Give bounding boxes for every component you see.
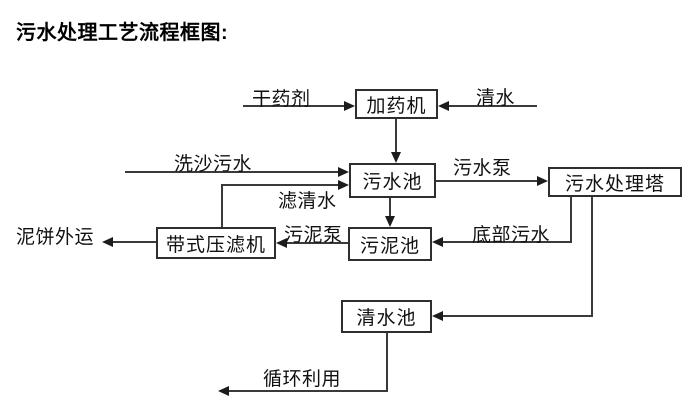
line-sewage-to-sludge [389,198,391,217]
line-dosing-to-sewage [395,119,397,153]
arrowhead-sludge-pump [276,238,287,248]
arrowhead-tower-to-clean [432,311,443,321]
label-clean-water: 清水 [476,88,516,109]
label-recycling: 循环利用 [263,369,342,390]
arrowhead-sand-washing-sewage [338,167,349,177]
line-tower-to-clean-vertical [591,197,593,316]
line-recycling-vertical [386,333,388,391]
line-tower-to-clean-horizontal [443,315,593,317]
arrowhead-mud-cake [102,237,113,247]
label-sludge-pump: 污泥泵 [284,225,343,246]
arrowhead-recycling [218,386,229,396]
arrowhead-sewage-pump [537,176,548,186]
node-sludge-pool: 污泥池 [348,227,432,261]
arrowhead-clean-water [438,101,449,111]
line-sludge-pump [287,242,348,244]
line-sand-washing-sewage [125,171,339,173]
line-recycling-horizontal [229,390,388,392]
arrowhead-filtered-water [338,180,349,190]
line-bottom-sewage-horizontal [443,241,572,243]
line-mud-cake [113,241,156,243]
arrowhead-sewage-to-sludge [385,216,395,227]
label-mud-cake-outbound: 泥饼外运 [16,227,95,248]
arrowhead-dry-chemical [344,101,355,111]
diagram-title: 污水处理工艺流程框图: [16,22,229,44]
line-dry-chemical [243,105,345,107]
line-filtered-water-horizontal [221,184,339,186]
line-sewage-pump [436,180,537,182]
label-filtered-water: 滤清水 [278,191,337,212]
label-sewage-pump: 污水泵 [453,158,512,179]
arrowhead-dosing-to-sewage [391,152,401,163]
line-filtered-water-vertical [221,184,223,227]
node-sewage-pool: 污水池 [349,163,436,198]
node-sewage-treatment-tower: 污水处理塔 [548,167,682,197]
node-belt-filter-press: 带式压滤机 [156,227,276,259]
line-clean-water [449,105,537,107]
label-dry-chemical: 干药剂 [252,89,311,110]
label-sand-washing-sewage: 洗沙污水 [174,154,253,175]
node-clean-water-pool: 清水池 [341,300,432,333]
label-bottom-sewage: 底部污水 [472,225,551,246]
arrowhead-bottom-sewage [432,237,443,247]
line-bottom-sewage-vertical [570,197,572,242]
node-dosing-machine: 加药机 [355,89,438,119]
